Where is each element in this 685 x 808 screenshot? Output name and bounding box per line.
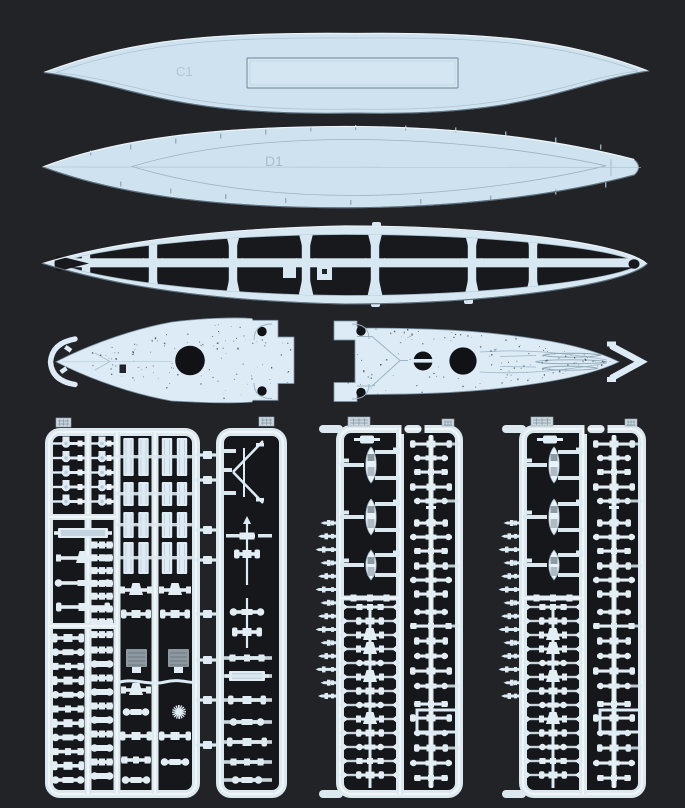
svg-text:C1: C1 [176, 64, 193, 79]
svg-text:D1: D1 [265, 153, 283, 169]
